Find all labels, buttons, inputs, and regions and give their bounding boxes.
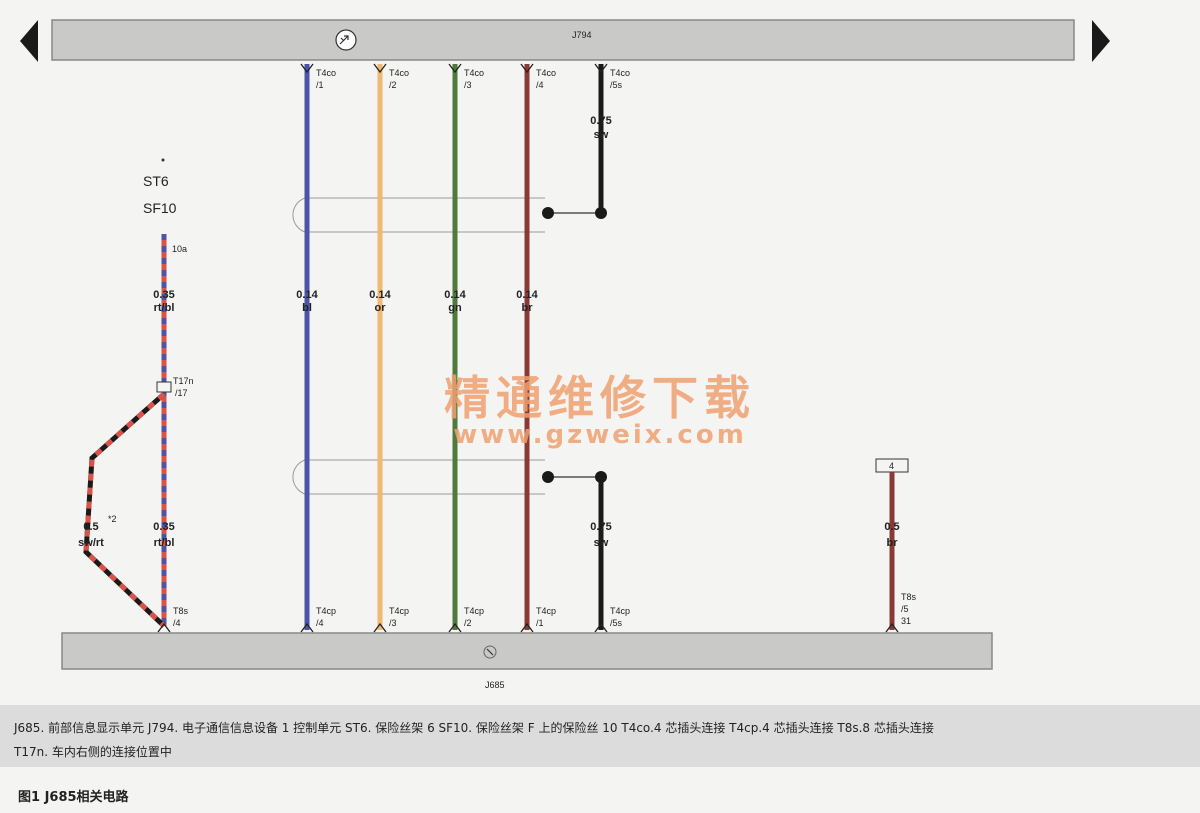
spec-code-shield-bottom: sw: [594, 537, 609, 549]
connector-t17n: [156, 381, 172, 393]
spec-size-ground: 0.5: [884, 521, 899, 533]
top-conn-4: T4co: [536, 68, 556, 78]
bottom-pin-4: /1: [536, 618, 544, 628]
spec-code-br: br: [522, 302, 534, 314]
top-pin-1: /1: [316, 80, 324, 90]
top-pin-shield: /5s: [610, 80, 623, 90]
spec-size-shield-top: 0.75: [590, 115, 611, 127]
top-conn-3: T4co: [464, 68, 484, 78]
bottom-conn-4: T4cp: [536, 606, 556, 616]
connector-t17n-pin: /17: [175, 388, 188, 398]
bottom-pin-3: /2: [464, 618, 472, 628]
loop-wire-black: [83, 392, 166, 628]
bottom-conn-2: T4cp: [389, 606, 409, 616]
spec-size-bl: 0.14: [296, 289, 318, 301]
spec-code-bl: bl: [302, 302, 312, 314]
fuse-holder-label: ST6: [143, 173, 169, 189]
bottom-connector-arrows: [157, 622, 899, 633]
ground-pin: /5: [901, 604, 909, 614]
spec-size-fuse-upper: 0.35: [153, 289, 174, 301]
spec-code-fuse-lower: rt/bl: [154, 537, 175, 549]
module-j685-symbol-glyph: [486, 648, 494, 656]
bottom-pin-fuse: /4: [173, 618, 181, 628]
module-j794-label: J794: [572, 30, 592, 40]
top-conn-1: T4co: [316, 68, 336, 78]
bottom-pin-shield: /5s: [610, 618, 623, 628]
spec-size-loop: 0.5: [83, 521, 98, 533]
legend-line-2: T17n. 车内右侧的连接位置中: [14, 745, 172, 759]
top-connector-arrows: [300, 63, 608, 74]
top-pin-4: /4: [536, 80, 544, 90]
spec-code-gn: gn: [448, 302, 462, 314]
bottom-pin-2: /3: [389, 618, 397, 628]
spec-code-fuse-upper: rt/bl: [154, 302, 175, 314]
spec-code-ground: br: [887, 537, 899, 549]
legend-line-1: J685. 前部信息显示单元 J794. 电子通信信息设备 1 控制单元 ST6…: [14, 721, 934, 735]
spec-size-shield-bottom: 0.75: [590, 521, 611, 533]
shield-loop-lower: [292, 459, 545, 495]
module-j685-bar: [61, 632, 993, 670]
wiring-diagram: J794 J685 4: [20, 19, 1110, 690]
spec-size-br: 0.14: [516, 289, 538, 301]
top-conn-2: T4co: [389, 68, 409, 78]
bottom-pin-1: /4: [316, 618, 324, 628]
module-j794-bar: [51, 19, 1075, 61]
loop-wire-red-stripe: [83, 392, 166, 628]
spec-code-loop: sw/rt: [78, 537, 104, 549]
module-j685-label: J685: [485, 680, 505, 690]
bottom-conn-1: T4cp: [316, 606, 336, 616]
shield-loop-upper: [292, 197, 545, 233]
ground-point-id: 4: [889, 461, 894, 471]
spec-code-shield-top: sw: [594, 129, 609, 141]
fuse-pin-label: 10a: [172, 244, 187, 254]
top-conn-shield: T4co: [610, 68, 630, 78]
fuse-label: SF10: [143, 200, 177, 216]
previous-page-arrow-icon[interactable]: [20, 20, 38, 62]
shield-splice-top-left: [542, 207, 554, 219]
module-j794-symbol-icon: [335, 29, 357, 51]
shield-splice-bottom-left: [542, 471, 554, 483]
spec-size-fuse-lower: 0.35: [153, 521, 174, 533]
spec-size-or: 0.14: [369, 289, 391, 301]
spec-note-loop: *2: [108, 514, 117, 524]
top-pin-3: /3: [464, 80, 472, 90]
ground-conn: T8s: [901, 592, 917, 602]
shield-splice-bottom-right: [595, 471, 607, 483]
connector-t17n-label: T17n: [173, 376, 194, 386]
bottom-conn-3: T4cp: [464, 606, 484, 616]
shield-splice-top-right: [595, 207, 607, 219]
bottom-conn-fuse: T8s: [173, 606, 189, 616]
legend-box: J685. 前部信息显示单元 J794. 电子通信信息设备 1 控制单元 ST6…: [0, 705, 1200, 767]
bottom-conn-shield: T4cp: [610, 606, 630, 616]
module-j794-symbol-glyph: [339, 35, 349, 45]
spec-size-gn: 0.14: [444, 289, 466, 301]
figure-caption: 图1 J685相关电路: [18, 790, 129, 805]
spec-code-or: or: [375, 302, 387, 314]
module-j685-symbol-icon: [483, 645, 497, 659]
fuse-dot-icon: [161, 158, 165, 162]
ground-pin2: 31: [901, 616, 911, 626]
next-page-arrow-icon[interactable]: [1092, 20, 1110, 62]
top-pin-2: /2: [389, 80, 397, 90]
